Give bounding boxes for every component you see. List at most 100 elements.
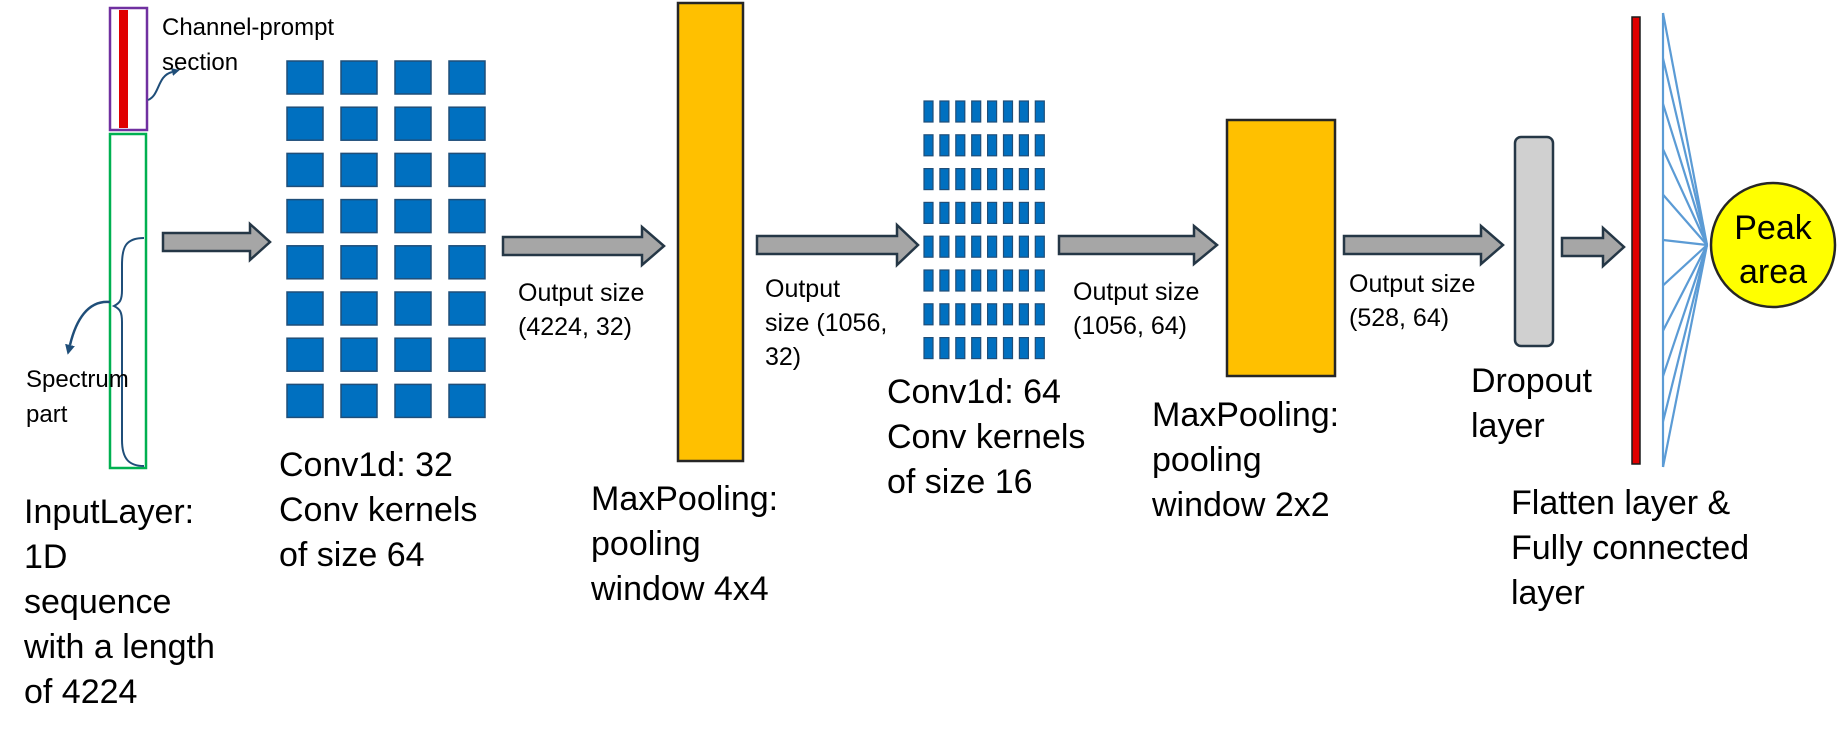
input-layer-label-line5: of 4224 (24, 673, 138, 711)
conv2-kernel (986, 201, 998, 224)
output-size-3-line2: (1056, 64) (1073, 312, 1187, 340)
conv2-kernel (955, 201, 966, 224)
conv2-kernel (1034, 269, 1045, 292)
arrow-1 (161, 221, 272, 263)
conv1-kernel (448, 337, 486, 372)
spectrum-brace (111, 237, 145, 467)
conv2-kernel (1002, 201, 1014, 224)
conv1-kernel (394, 60, 432, 95)
conv2-kernel (955, 303, 966, 326)
fc-connection-line (1661, 244, 1709, 422)
input-layer-label-line4: with a length (24, 628, 215, 666)
conv1d-32-kernel-grid (286, 60, 486, 419)
conv2-kernel (971, 100, 982, 123)
conv1-kernel (340, 152, 378, 188)
conv2-kernel (939, 303, 950, 326)
channel-prompt-label-line1: Channel-prompt (162, 14, 335, 41)
maxpool-2x2-block (1225, 118, 1337, 378)
fc-connection-line (1662, 193, 1708, 246)
conv1-kernel (394, 198, 432, 234)
arrow-4 (1057, 223, 1219, 267)
peak-area-label-line2: area (1738, 253, 1808, 291)
spectrum-part-section (108, 132, 148, 470)
output-size-2-line2: size (1056, (765, 309, 888, 337)
conv2-kernel (955, 168, 966, 191)
arrow-3 (755, 222, 920, 268)
conv2-kernel (939, 168, 950, 191)
output-size-4-line1: Output size (1349, 270, 1476, 298)
maxpool2-label-line3: window 2x2 (1152, 486, 1330, 524)
conv2-kernel (923, 201, 934, 224)
peak-area-label-line1: Peak (1734, 209, 1812, 247)
conv2-kernel (1018, 100, 1030, 123)
conv1-kernel (286, 245, 324, 280)
output-size-1-line1: Output size (518, 279, 645, 307)
conv1-kernel (448, 152, 486, 188)
output-size-2-line3: 32) (765, 343, 802, 371)
conv2-kernel (939, 100, 950, 123)
spectrum-part-label-line1: Spectrum (26, 366, 129, 393)
conv2-kernel (939, 134, 950, 157)
conv2-kernel (1034, 134, 1045, 157)
channel-prompt-label-line2: section (162, 49, 239, 76)
conv1-kernel (286, 337, 324, 372)
channel-prompt-red-bar (119, 10, 128, 128)
arrow-6 (1560, 225, 1626, 269)
conv2-kernel (1002, 100, 1014, 123)
conv1d-64-kernel-grid (923, 100, 1045, 360)
conv1-kernel (448, 245, 486, 280)
conv2-kernel (923, 168, 934, 191)
input-layer-label-line2: 1D (24, 538, 68, 576)
conv2-kernel (1034, 337, 1045, 360)
conv1-kernel (340, 198, 378, 234)
conv2-kernel (1002, 235, 1014, 258)
conv2-kernel (923, 134, 934, 157)
flatten-fc-label-line1: Flatten layer & (1511, 484, 1731, 522)
conv1-kernel (286, 198, 324, 234)
conv2-kernel (1002, 337, 1014, 360)
conv2-kernel (939, 269, 950, 292)
conv2-kernel (986, 100, 998, 123)
conv2-kernel (1018, 168, 1030, 191)
conv2-kernel (923, 337, 934, 360)
conv2-kernel (939, 337, 950, 360)
conv2-kernel (1034, 201, 1045, 224)
conv1-kernel (394, 337, 432, 372)
maxpool1-label-line1: MaxPooling: (591, 480, 779, 518)
conv1-kernel (286, 106, 324, 141)
fc-connection-line (1662, 148, 1708, 246)
dropout-label-line1: Dropout (1471, 362, 1592, 400)
conv1-kernel (448, 383, 486, 419)
conv2-kernel (1034, 303, 1045, 326)
conv1-kernel (340, 60, 378, 95)
conv1-kernel (286, 60, 324, 95)
channel-prompt-section (108, 6, 149, 132)
conv2-kernel (1002, 134, 1014, 157)
conv1-label-line1: Conv1d: 32 (279, 446, 453, 484)
flatten-bar (1631, 16, 1641, 465)
conv2-kernel (1018, 269, 1030, 292)
conv1-kernel (286, 383, 324, 419)
fc-connection-line (1662, 244, 1708, 287)
fc-connection-line (1661, 244, 1709, 377)
flow-arrows (161, 221, 1626, 269)
conv2-kernel (1018, 337, 1030, 360)
conv2-kernel (971, 168, 982, 191)
conv1-kernel (448, 198, 486, 234)
conv2-label-line1: Conv1d: 64 (887, 373, 1061, 411)
dropout-block (1513, 135, 1555, 348)
conv2-kernel (955, 269, 966, 292)
conv1-kernel (394, 245, 432, 280)
conv2-kernel (1018, 303, 1030, 326)
dropout-label-line2: layer (1471, 407, 1545, 445)
conv1-kernel (340, 245, 378, 280)
output-size-3-line1: Output size (1073, 278, 1200, 306)
conv1-kernel (448, 60, 486, 95)
output-size-2-line1: Output (765, 275, 841, 303)
conv2-kernel (971, 235, 982, 258)
fc-connection-line (1661, 58, 1709, 246)
input-layer-label-line3: sequence (24, 583, 172, 621)
fc-connection-line (1662, 244, 1708, 332)
conv2-kernel (1002, 168, 1014, 191)
